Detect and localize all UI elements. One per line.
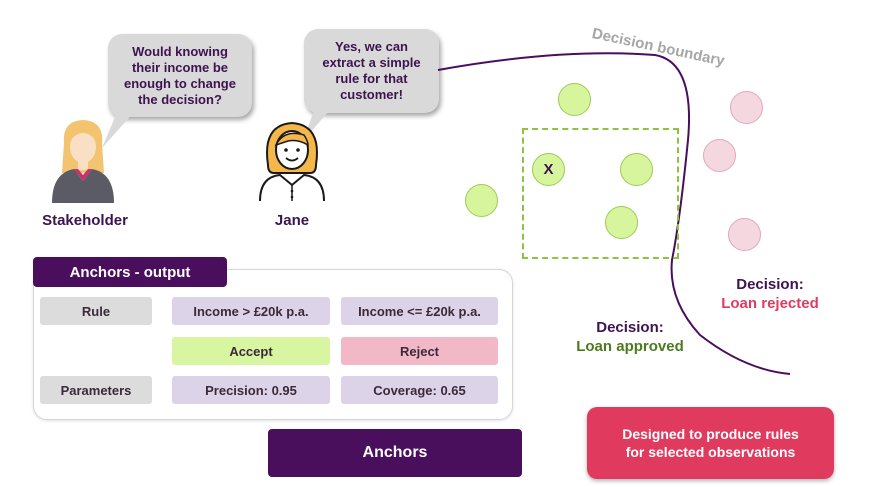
anchors-output-title: Anchors - output bbox=[33, 257, 227, 287]
coverage-value: Coverage: 0.65 bbox=[341, 376, 498, 404]
rejected-point bbox=[730, 91, 763, 124]
stakeholder-avatar-icon bbox=[52, 120, 114, 203]
info-box-line-2: for selected observations bbox=[625, 444, 796, 460]
jane-avatar-icon bbox=[259, 121, 325, 202]
stakeholder-question-text: Would knowing their income be enough to … bbox=[124, 43, 236, 107]
approved-point bbox=[620, 153, 653, 186]
decision-rejected-value: Loan rejected bbox=[721, 295, 819, 312]
approved-point bbox=[558, 83, 591, 116]
decision-approved-value: Loan approved bbox=[576, 338, 684, 355]
selected-marker: X bbox=[543, 161, 554, 178]
rule-income-above: Income > £20k p.a. bbox=[172, 297, 330, 325]
approved-point bbox=[605, 206, 638, 239]
anchor-region-box bbox=[522, 128, 679, 259]
jane-answer-text: Yes, we can extract a simple rule for th… bbox=[322, 39, 421, 102]
selected-observation-point: X bbox=[532, 153, 565, 186]
decision-approved: Decision: Loan approved bbox=[563, 318, 697, 356]
info-box: Designed to produce rules for selected o… bbox=[587, 407, 834, 479]
info-box-line-1: Designed to produce rules bbox=[622, 426, 799, 442]
approved-point bbox=[465, 184, 498, 217]
stakeholder-bubble-tail bbox=[102, 110, 136, 148]
rule-label: Rule bbox=[40, 297, 152, 325]
rejected-point bbox=[703, 139, 736, 172]
stakeholder-label: Stakeholder bbox=[42, 212, 128, 229]
reject-outcome: Reject bbox=[341, 337, 498, 365]
parameters-label: Parameters bbox=[40, 376, 152, 404]
accept-outcome: Accept bbox=[172, 337, 330, 365]
decision-rejected-title: Decision: bbox=[736, 276, 804, 293]
rejected-point bbox=[728, 218, 761, 251]
precision-value: Precision: 0.95 bbox=[172, 376, 330, 404]
stakeholder-speech-bubble: Would knowing their income be enough to … bbox=[108, 34, 252, 117]
anchors-button[interactable]: Anchors bbox=[268, 429, 522, 477]
jane-label: Jane bbox=[274, 212, 310, 229]
decision-approved-title: Decision: bbox=[596, 319, 664, 336]
decision-rejected: Decision: Loan rejected bbox=[705, 275, 835, 313]
rule-income-below: Income <= £20k p.a. bbox=[341, 297, 498, 325]
jane-speech-bubble: Yes, we can extract a simple rule for th… bbox=[304, 29, 439, 113]
